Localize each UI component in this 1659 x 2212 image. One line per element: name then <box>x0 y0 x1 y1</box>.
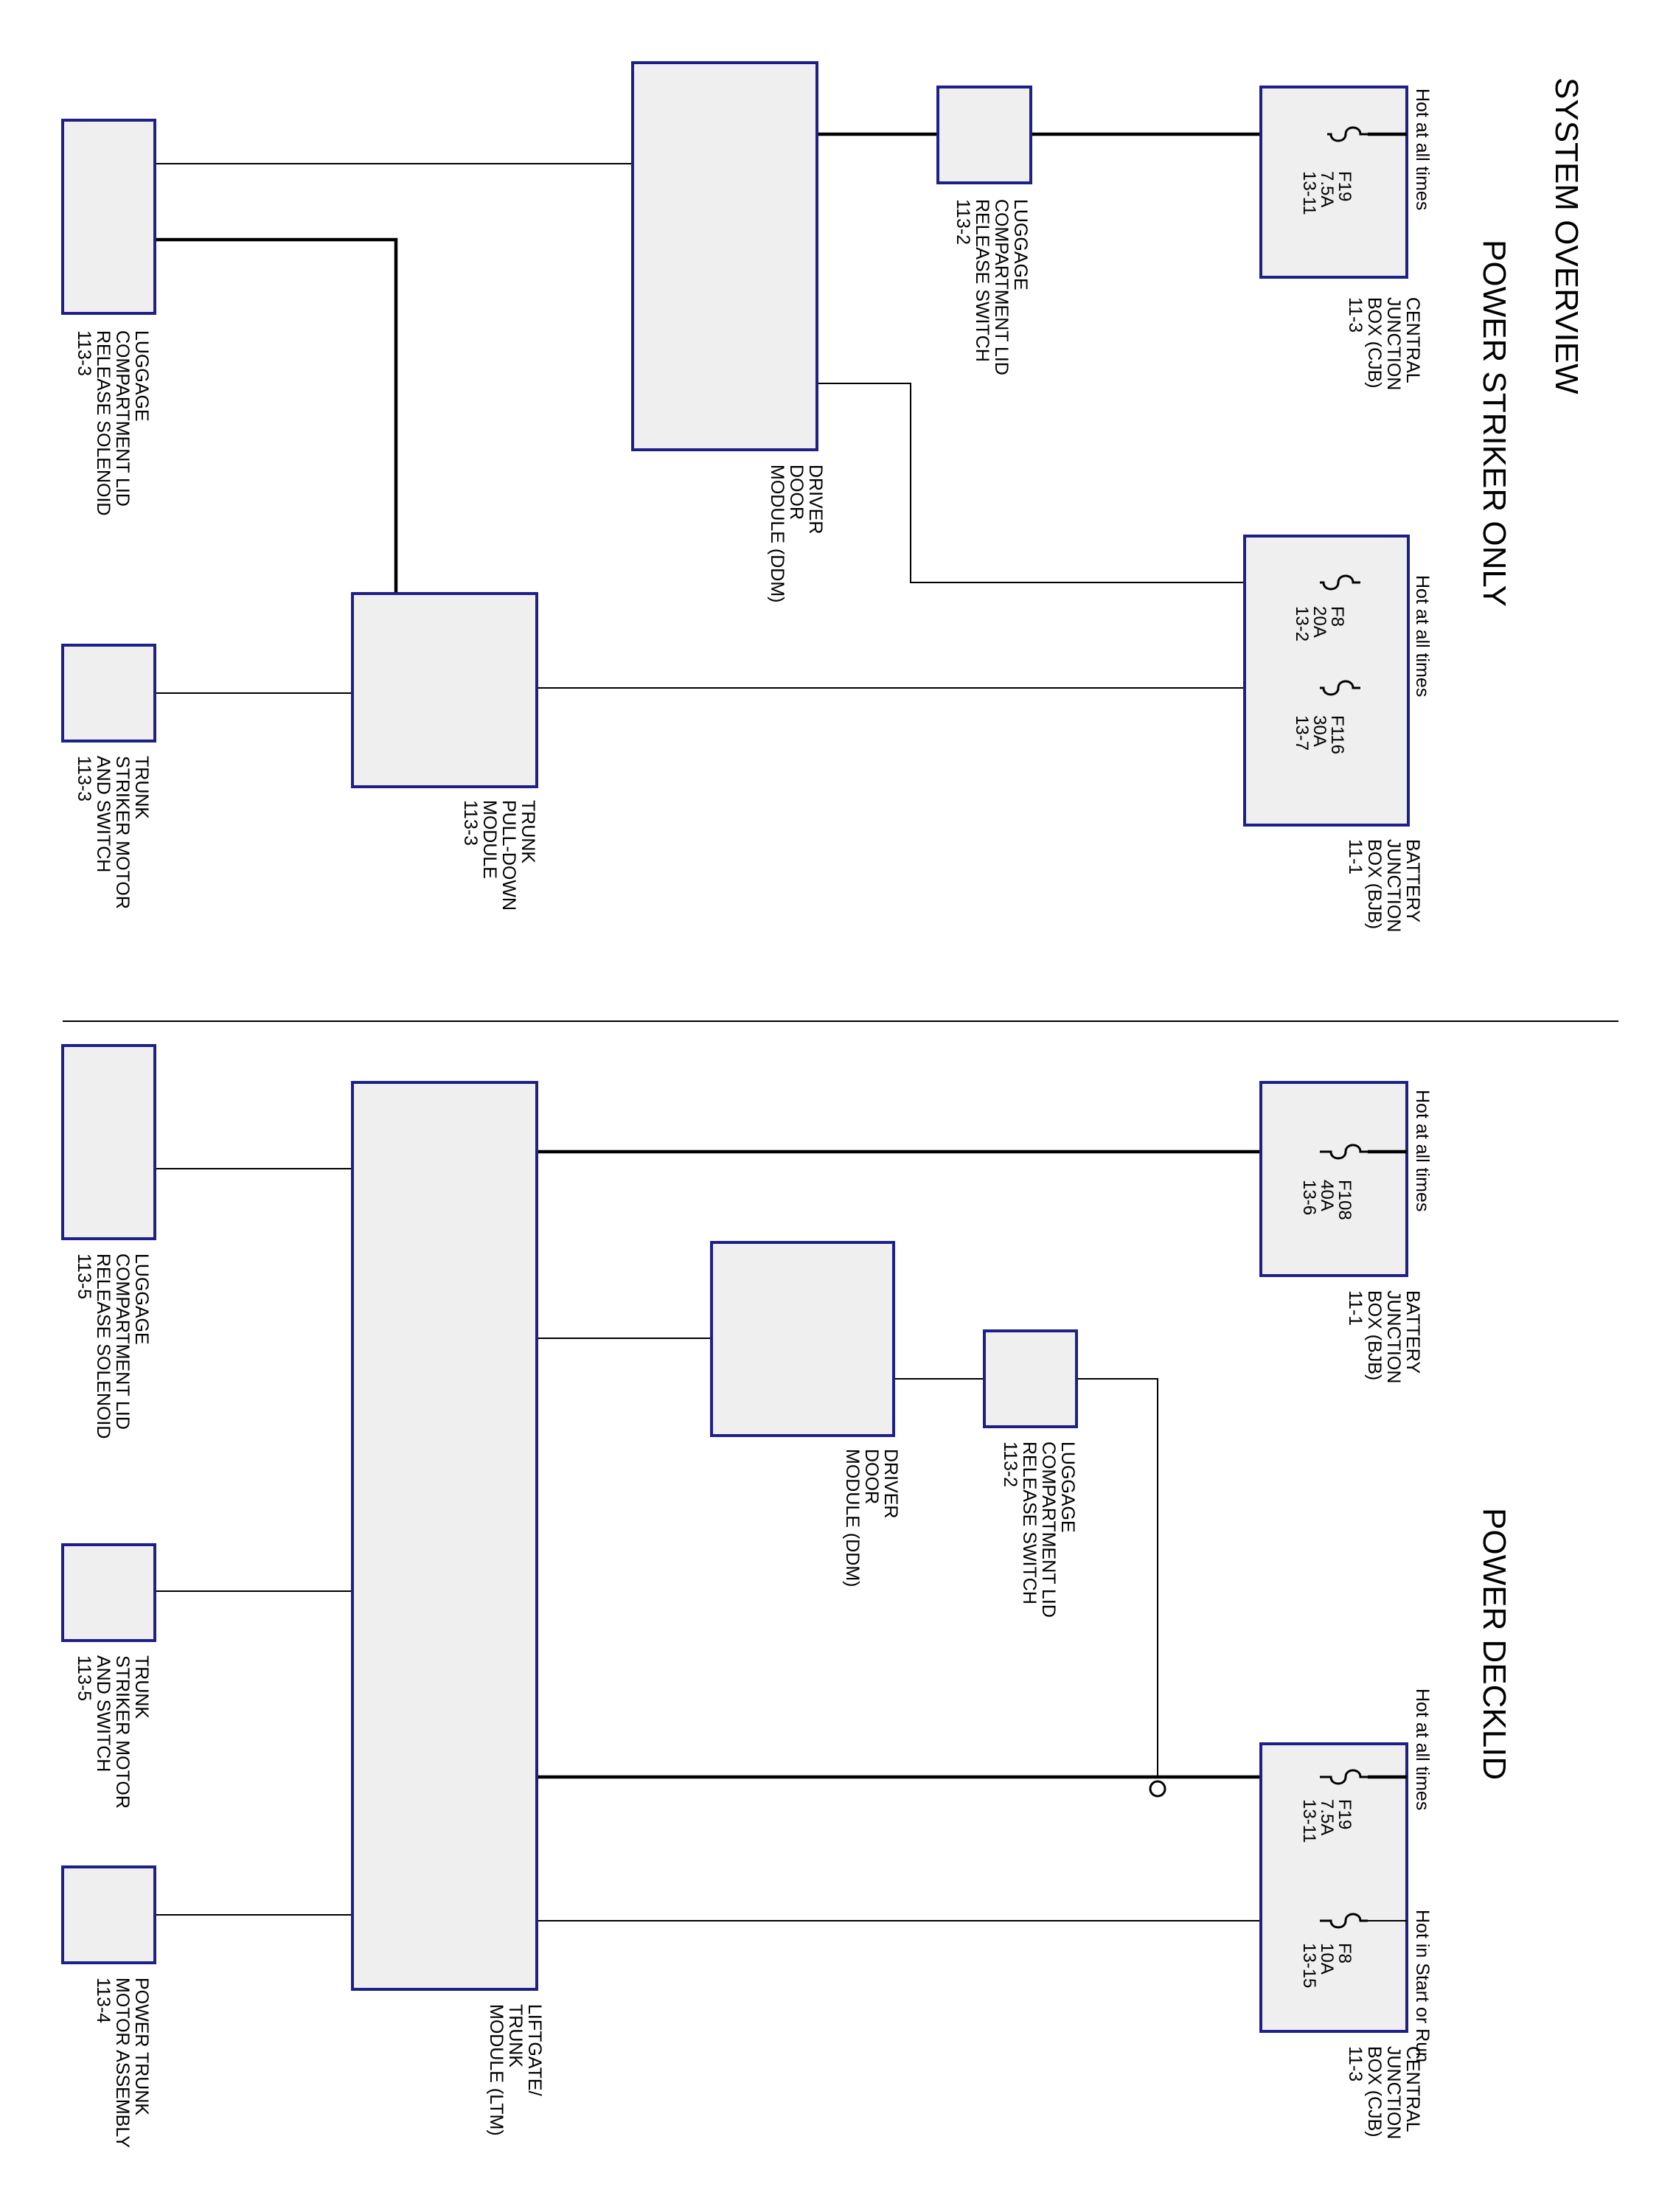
trunk-striker-motor-label: TRUNK STRIKER MOTOR AND SWITCH 113-5 <box>74 1655 152 1814</box>
wire-ddm-bjb <box>817 383 1320 583</box>
fuse-icon <box>1320 1913 1368 1929</box>
battery-junction-box-label: BATTERY JUNCTION BOX (BJB) 11-1 <box>1345 839 1423 937</box>
liftgate-trunk-module-label: LIFTGATE/ TRUNK MODULE (LTM) <box>486 2004 545 2136</box>
release-switch-label: LUGGAGE COMPARTMENT LID RELEASE SWITCH 1… <box>1000 1441 1078 1623</box>
fuse-icon <box>1320 1769 1368 1785</box>
hot-at-all-times-label: Hot at all times <box>1412 1688 1433 1810</box>
fuse-icon <box>1320 574 1360 591</box>
power-decklid-section: BATTERY JUNCTION BOX (BJB) 11-1 Hot at a… <box>61 1044 1433 2153</box>
fuse-icon <box>1320 1144 1368 1160</box>
battery-junction-box-label: BATTERY JUNCTION BOX (BJB) 11-1 <box>1345 1290 1423 1388</box>
battery-junction-box <box>1259 1081 1408 1277</box>
page-title: SYSTEM OVERVIEW <box>1548 77 1585 394</box>
wire-splice-icon <box>1149 1780 1166 1798</box>
fuse-f19-label: F19 7.5A 13-11 <box>1299 1799 1354 1843</box>
central-junction-box <box>1259 86 1408 279</box>
central-junction-box-label: CENTRAL JUNCTION BOX (CJB) 11-3 <box>1345 297 1423 395</box>
fuse-f108-label: F108 40A 13-6 <box>1299 1180 1354 1225</box>
hot-at-all-times-label: Hot at all times <box>1412 1090 1433 1211</box>
fuse-f8-label: F8 10A 13-15 <box>1299 1943 1354 1988</box>
luggage-compartment-lid-release-solenoid <box>61 119 156 315</box>
luggage-compartment-lid-release-switch <box>983 1329 1078 1428</box>
driver-door-module <box>631 61 818 451</box>
release-switch-label: LUGGAGE COMPARTMENT LID RELEASE SWITCH 1… <box>953 199 1031 380</box>
trunk-striker-motor-and-switch <box>61 644 156 742</box>
hot-in-start-or-run-label: Hot in Start or Run <box>1412 1910 1433 2062</box>
trunk-striker-motor-label: TRUNK STRIKER MOTOR AND SWITCH 113-3 <box>74 756 152 914</box>
wire-solenoid-pulldown <box>155 237 398 594</box>
central-junction-box <box>1259 1742 1408 2033</box>
power-trunk-motor-assembly <box>61 1865 156 1964</box>
trunk-striker-motor-and-switch <box>61 1543 156 1642</box>
fuse-f19-label: F19 7.5A 13-11 <box>1299 171 1354 215</box>
hot-at-all-times-label: Hot at all times <box>1412 88 1433 210</box>
fuse-f8-label: F8 20A 13-2 <box>1292 606 1347 641</box>
luggage-compartment-lid-release-switch <box>936 86 1032 184</box>
driver-door-module-label: DRIVER DOOR MODULE (DDM) <box>767 465 826 603</box>
section-heading-power-decklid: POWER DECKLID <box>1476 1508 1512 1780</box>
fuse-icon <box>1320 680 1360 696</box>
driver-door-module <box>710 1241 895 1437</box>
fuse-f116-label: F116 30A 13-7 <box>1292 715 1347 759</box>
hot-at-all-times-label: Hot at all times <box>1412 575 1433 697</box>
liftgate-trunk-module <box>351 1081 538 1991</box>
driver-door-module-label: DRIVER DOOR MODULE (DDM) <box>842 1449 901 1587</box>
fuse-icon <box>1327 126 1368 142</box>
trunk-pull-down-module-label: TRUNK PULL-DOWN MODULE 113-3 <box>460 800 538 916</box>
release-solenoid-label: LUGGAGE COMPARTMENT LID RELEASE SOLENOID… <box>74 330 152 521</box>
power-striker-section: CENTRAL JUNCTION BOX (CJB) 11-3 Hot at a… <box>61 61 1433 937</box>
battery-junction-box <box>1243 535 1410 827</box>
power-trunk-motor-label: POWER TRUNK MOTOR ASSEMBLY 113-4 <box>93 1978 152 2153</box>
trunk-pull-down-module <box>351 592 538 788</box>
wire-switch-cjb <box>1077 1378 1158 1777</box>
release-solenoid-label: LUGGAGE COMPARTMENT LID RELEASE SOLENOID… <box>74 1253 152 1444</box>
luggage-compartment-lid-release-solenoid <box>61 1044 156 1240</box>
section-heading-power-striker: POWER STRIKER ONLY <box>1476 240 1512 607</box>
central-junction-box-label: CENTRAL JUNCTION BOX (CJB) 11-3 <box>1345 2046 1423 2144</box>
